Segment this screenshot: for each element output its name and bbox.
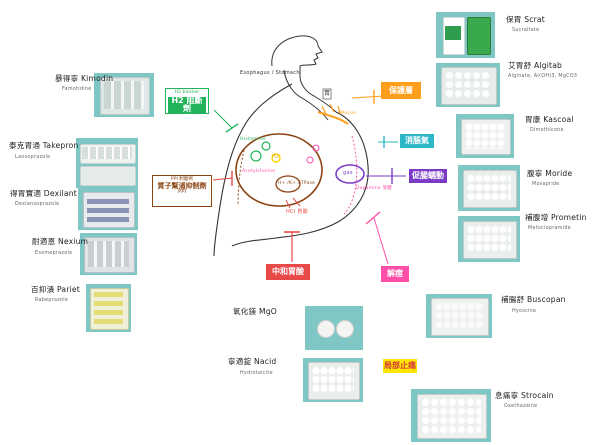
drug-label: 息痛寧 Strocain (495, 391, 554, 400)
gas-label: gas (343, 170, 353, 176)
inner-wall-left (237, 149, 245, 205)
mucus-label: Mucus (340, 111, 357, 116)
neutralize-tag: 中和胃酸 (266, 264, 310, 280)
hcl-label: HCl 胃酸 (286, 209, 309, 215)
drug-generic: Dimethicone (530, 128, 564, 133)
gas-tag: 消脹氣 (400, 134, 434, 148)
takepron-photo (76, 138, 138, 188)
drug-label: 補腸舒 Buscopan (501, 295, 566, 304)
spasm-tag: 解痙 (381, 266, 409, 282)
drug-label: 寧適錠 Nacid (228, 357, 277, 366)
pump-label: H+ /K+ ATPase (278, 181, 316, 186)
scrat-sachet-2 (467, 17, 491, 55)
drug-generic: Sucralfate (512, 28, 540, 33)
drug-generic: Oxethazaine (504, 404, 538, 409)
drug-generic: Alginate, Al(OH)3, MgCO3 (508, 74, 578, 79)
drug-label: 保胃 Scrat (506, 15, 545, 24)
takepron-blister-2 (80, 166, 136, 186)
drug-generic: Lansoprazole (15, 155, 51, 160)
ppi-tag: PPI 制酸劑 質子幫浦抑制劑 PPI (152, 175, 212, 207)
drug-label: 泰克胃通 Takepron (9, 141, 79, 150)
strocain-photo (411, 389, 491, 442)
protect-connector (351, 95, 385, 99)
stomach-mark: 胃 (324, 90, 331, 97)
pariet-photo (86, 284, 131, 332)
protect-tag: 保護層 (381, 82, 421, 99)
h2-connector (213, 109, 233, 129)
buscopan-photo (426, 294, 492, 338)
drug-label: 氧化鎂 MgO (233, 307, 277, 316)
drug-generic: Hydrotalcite (240, 371, 273, 376)
mgo-tablet (317, 320, 335, 338)
drug-generic: Dexlansoprazole (15, 202, 60, 207)
drug-label: 百抑潰 Pariet (31, 285, 80, 294)
histamine-receptor (250, 150, 262, 162)
ach-label: Acetylcholine (242, 169, 276, 174)
esophagus-outline (299, 75, 337, 113)
nacid-photo (303, 358, 363, 402)
ppi-tag-small: PPI 制酸劑 (170, 177, 194, 182)
kascoal-photo (456, 114, 514, 158)
prometin-photo (458, 216, 520, 262)
nexium-photo (80, 233, 137, 275)
ppi-tag-big: 質子幫浦抑制劑 (157, 181, 207, 190)
drug-label: 胃康 Kascoal (525, 115, 574, 124)
drug-label: 補腹增 Prometin (525, 213, 587, 222)
drug-generic: Hyoscine (512, 309, 537, 314)
mgo-tablet-2 (336, 320, 354, 338)
mgo-photo (305, 306, 363, 350)
anesthetic-tag: 局部止痛 (383, 359, 417, 373)
moride-photo (458, 165, 520, 211)
motility-tag: 促腸蠕動 (409, 169, 447, 183)
drug-generic: Esomeprazole (35, 251, 73, 256)
drug-generic: Famotidine (62, 87, 92, 92)
drug-generic: Metoclopramide (528, 226, 571, 231)
h2-tag-small: H2 blocker (174, 90, 200, 95)
scrat-photo (436, 12, 495, 58)
drug-label: 艾胃舒 Algitab (508, 61, 563, 70)
ppi-tag-sub: PPI (177, 188, 187, 195)
dexilant-photo (78, 188, 138, 230)
esophagus-label: Esophagus / Stomach (240, 70, 300, 76)
algitab-photo (436, 63, 500, 107)
drug-label: 暴得寧 Kimodin (55, 74, 114, 83)
drug-label: 得胃寶適 Dexilant (10, 189, 77, 198)
dopamine-label: Dopamine 受體 (356, 186, 393, 191)
drug-label: 腹寧 Moride (527, 169, 573, 178)
h2-tag-big: H2 阻斷劑 (168, 96, 206, 114)
histamine-label: Histamine (240, 137, 266, 142)
kimodin-photo (94, 73, 154, 117)
h2-blocker-tag: H2 blocker H2 阻斷劑 (165, 88, 209, 114)
drug-label: 耐適恩 Nexium (32, 237, 89, 246)
drug-generic: Rabeprazole (35, 298, 69, 303)
spasm-connector (373, 217, 389, 265)
drug-generic: Mosapride (532, 182, 560, 187)
ppi-connector (212, 177, 233, 181)
receptor-h2-label: H2 (272, 154, 280, 160)
